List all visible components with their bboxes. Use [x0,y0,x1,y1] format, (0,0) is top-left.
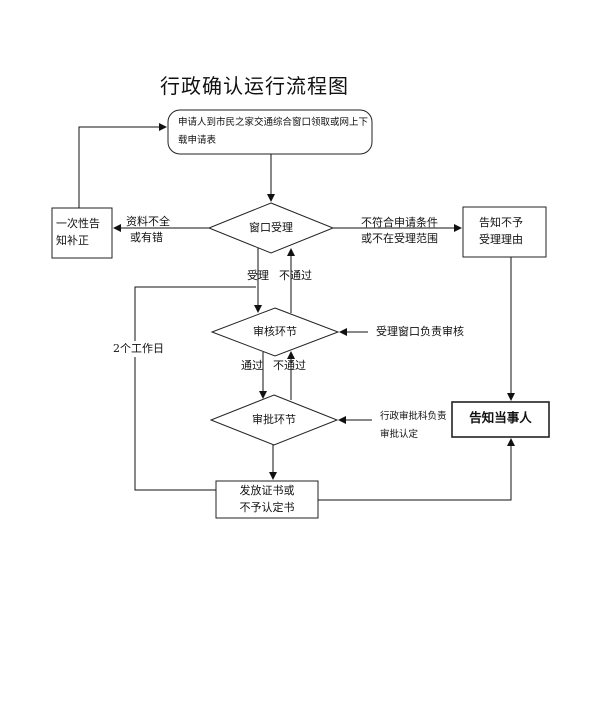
issue-line-2: 不予认定书 [239,501,295,514]
not-passed-label-1: 不通过 [279,269,312,282]
notify-once-box [51,207,113,259]
notify-reject-label: 告知不予 受理理由 [479,214,523,248]
issue-label: 发放证书或 不予认定书 [216,482,318,516]
notify-reject-line-2: 受理理由 [479,233,523,246]
not-meet-line-1: 不符合申请条件 [361,216,438,229]
incomplete-line-1: 资料不全 [126,215,170,228]
passed-label: 通过 [241,359,263,372]
approve-label: 审批环节 [252,413,296,426]
reviewer-label: 受理窗口负责审核 [376,325,464,338]
start-box [167,109,373,155]
not-passed-label-2: 不通过 [273,359,306,372]
edge-notify-once-back [78,123,167,208]
approver-label: 行政审批科负责 审批认定 [380,408,447,444]
workdays-label: 2个工作日 [111,341,166,357]
accepted-label: 受理 [247,269,269,282]
incomplete-line-2: 或有错 [130,231,163,244]
review-diamond [210,307,340,357]
not-meet-line-2: 或不在受理范围 [361,232,438,245]
notify-once-line-1: 一次性告 [56,217,100,230]
notify-party-box [451,401,550,438]
notify-once-line-2: 知补正 [56,234,89,247]
approver-line-2: 审批认定 [380,429,419,440]
notify-reject-line-1: 告知不予 [479,216,523,229]
not-meet-label: 不符合申请条件 或不在受理范围 [361,215,438,247]
edge-workdays-bracket [134,286,256,491]
edge-issue-to-party [318,438,515,501]
page-title: 行政确认运行流程图 [160,74,349,98]
window-diamond [207,202,335,254]
notify-party-label: 告知当事人 [469,410,532,425]
start-box-label: 申请人到市民之家交通综合窗口领取或网上下载申请表 [178,117,369,146]
issue-line-1: 发放证书或 [239,484,295,497]
review-label: 审核环节 [253,325,297,338]
notify-once-label: 一次性告 知补正 [56,215,100,249]
approve-diamond [209,394,339,446]
notify-reject-box [462,206,547,258]
incomplete-label: 资料不全 或有错 [126,214,170,246]
approver-line-1: 行政审批科负责 [380,411,447,422]
window-label: 窗口受理 [249,221,293,234]
